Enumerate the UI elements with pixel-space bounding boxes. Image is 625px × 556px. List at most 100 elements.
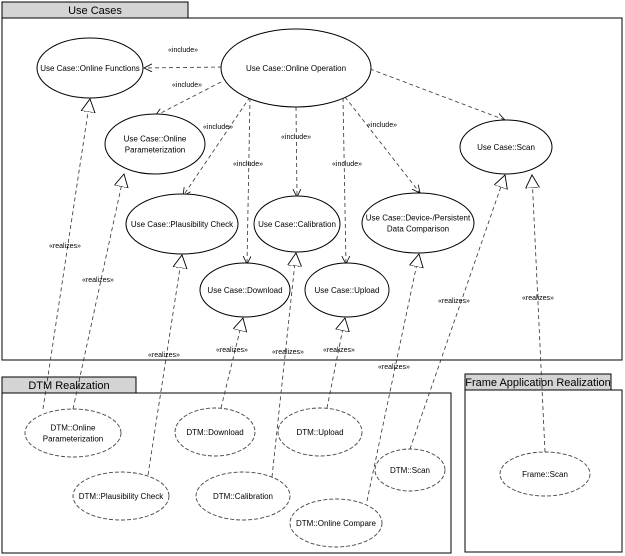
use-case-ellipse bbox=[36, 37, 144, 99]
include-stereotype-label: «include» bbox=[332, 161, 362, 168]
use-case-scan[interactable]: Use Case::Scan bbox=[459, 119, 553, 175]
realization-label: DTM::Scan bbox=[390, 466, 430, 475]
stereotype-labels-layer: «include» «include» «include» «include» «inc… bbox=[49, 47, 554, 371]
realization-ellipse bbox=[72, 471, 170, 521]
include-stereotype-label: «include» bbox=[281, 134, 311, 141]
realization-ellipse bbox=[174, 407, 256, 457]
realization-dtm-scan[interactable]: DTM::Scan bbox=[374, 448, 446, 492]
include-relation[interactable] bbox=[183, 96, 251, 196]
realization-label: Frame::Scan bbox=[522, 470, 568, 479]
realizes-stereotype-label: «realizes» bbox=[438, 298, 470, 305]
realizes-stereotype-label: «realizes» bbox=[148, 352, 180, 359]
use-case-label: Data Comparison bbox=[387, 225, 449, 234]
use-case-ellipse bbox=[125, 193, 239, 255]
realization-dtm-calibration[interactable]: DTM::Calibration bbox=[195, 471, 291, 521]
realizes-relation[interactable] bbox=[366, 254, 419, 502]
package-frame-realization[interactable]: Frame Application Realization bbox=[464, 373, 623, 553]
realization-label: DTM::Online bbox=[51, 424, 96, 433]
realization-dtm-download[interactable]: DTM::Download bbox=[174, 407, 256, 457]
use-case-label: Use Case::Plausibility Check bbox=[131, 220, 234, 229]
relations-layer bbox=[42, 67, 546, 502]
realization-dtm-plausibility[interactable]: DTM::Plausibility Check bbox=[72, 471, 170, 521]
realization-label: Parameterization bbox=[43, 435, 103, 444]
realizes-stereotype-label: «realizes» bbox=[82, 277, 114, 284]
use-case-ellipse bbox=[304, 262, 390, 318]
use-case-online-operation[interactable]: Use Case::Online Operation bbox=[220, 28, 372, 108]
realizes-relation[interactable] bbox=[147, 255, 182, 476]
use-case-ellipse bbox=[199, 262, 291, 318]
realization-ellipse bbox=[195, 471, 291, 521]
use-case-ellipse bbox=[104, 113, 206, 175]
include-stereotype-label: «include» bbox=[367, 122, 397, 129]
realization-ellipse bbox=[24, 408, 122, 458]
realization-ellipse bbox=[374, 448, 446, 492]
realization-label: DTM::Online Compare bbox=[296, 519, 377, 528]
package-title: Use Cases bbox=[68, 5, 122, 17]
include-stereotype-label: «include» bbox=[172, 82, 202, 89]
use-case-label: Parameterization bbox=[125, 146, 185, 155]
realization-label: DTM::Plausibility Check bbox=[79, 492, 164, 501]
use-case-upload[interactable]: Use Case::Upload bbox=[304, 262, 390, 318]
realizes-relation[interactable] bbox=[409, 175, 505, 450]
realization-dtm-upload[interactable]: DTM::Upload bbox=[277, 407, 363, 457]
realizes-stereotype-label: «realizes» bbox=[49, 243, 81, 250]
realization-frame-scan[interactable]: Frame::Scan bbox=[499, 451, 591, 497]
use-case-label: Use Case::Calibration bbox=[258, 220, 336, 229]
realization-dtm-online-compare[interactable]: DTM::Online Compare bbox=[289, 498, 383, 548]
package-title: DTM Realization bbox=[28, 380, 109, 392]
realizes-relation[interactable] bbox=[532, 175, 546, 453]
realizes-stereotype-label: «realizes» bbox=[378, 364, 410, 371]
realization-label: DTM::Calibration bbox=[213, 492, 273, 501]
use-case-label: Use Case::Online bbox=[124, 135, 187, 144]
realizes-relation[interactable] bbox=[220, 318, 243, 409]
realizes-stereotype-label: «realizes» bbox=[272, 349, 304, 356]
use-case-online-functions[interactable]: Use Case::Online Functions bbox=[36, 37, 144, 99]
use-case-ellipse bbox=[220, 28, 372, 108]
realizes-stereotype-label: «realizes» bbox=[216, 347, 248, 354]
use-case-label: Use Case::Upload bbox=[315, 286, 380, 295]
package-body bbox=[464, 389, 623, 553]
package-body bbox=[1, 17, 623, 361]
include-relation[interactable] bbox=[144, 67, 223, 68]
package-body bbox=[1, 392, 452, 554]
include-stereotype-label: «include» bbox=[203, 124, 233, 131]
realization-ellipse bbox=[277, 407, 363, 457]
include-relation[interactable] bbox=[247, 97, 250, 264]
use-case-ellipse bbox=[361, 192, 475, 254]
realizes-relation[interactable] bbox=[72, 174, 124, 410]
use-case-download[interactable]: Use Case::Download bbox=[199, 262, 291, 318]
use-case-plausibility-check[interactable]: Use Case::Plausibility Check bbox=[125, 193, 239, 255]
realizes-relation[interactable] bbox=[271, 253, 296, 478]
realizes-relation[interactable] bbox=[42, 99, 90, 410]
realization-ellipse bbox=[499, 451, 591, 497]
include-relation[interactable] bbox=[343, 97, 346, 264]
use-case-calibration[interactable]: Use Case::Calibration bbox=[253, 195, 341, 253]
use-case-label: Use Case::Online Operation bbox=[246, 64, 346, 73]
realization-label: DTM::Download bbox=[186, 428, 243, 437]
use-case-ellipse bbox=[253, 195, 341, 253]
include-stereotype-label: «include» bbox=[233, 161, 263, 168]
realization-label: DTM::Upload bbox=[296, 428, 343, 437]
use-case-label: Use Case::Device-/Persistent bbox=[366, 214, 471, 223]
use-case-label: Use Case::Download bbox=[207, 286, 282, 295]
realizes-relation[interactable] bbox=[326, 318, 345, 409]
use-case-ellipse bbox=[459, 119, 553, 175]
include-relation[interactable] bbox=[344, 96, 420, 193]
package-use-cases[interactable]: Use Cases bbox=[1, 1, 623, 361]
realization-ellipse bbox=[289, 498, 383, 548]
include-relation[interactable] bbox=[369, 68, 505, 120]
use-case-label: Use Case::Scan bbox=[477, 143, 535, 152]
include-relation[interactable] bbox=[296, 106, 297, 197]
realizes-stereotype-label: «realizes» bbox=[522, 295, 554, 302]
use-case-label: Use Case::Online Functions bbox=[40, 64, 140, 73]
package-title: Frame Application Realization bbox=[465, 377, 611, 389]
package-dtm-realization[interactable]: DTM Realization bbox=[1, 376, 452, 554]
include-relation[interactable] bbox=[155, 81, 222, 116]
include-stereotype-label: «include» bbox=[168, 47, 198, 54]
realizes-stereotype-label: «realizes» bbox=[323, 347, 355, 354]
